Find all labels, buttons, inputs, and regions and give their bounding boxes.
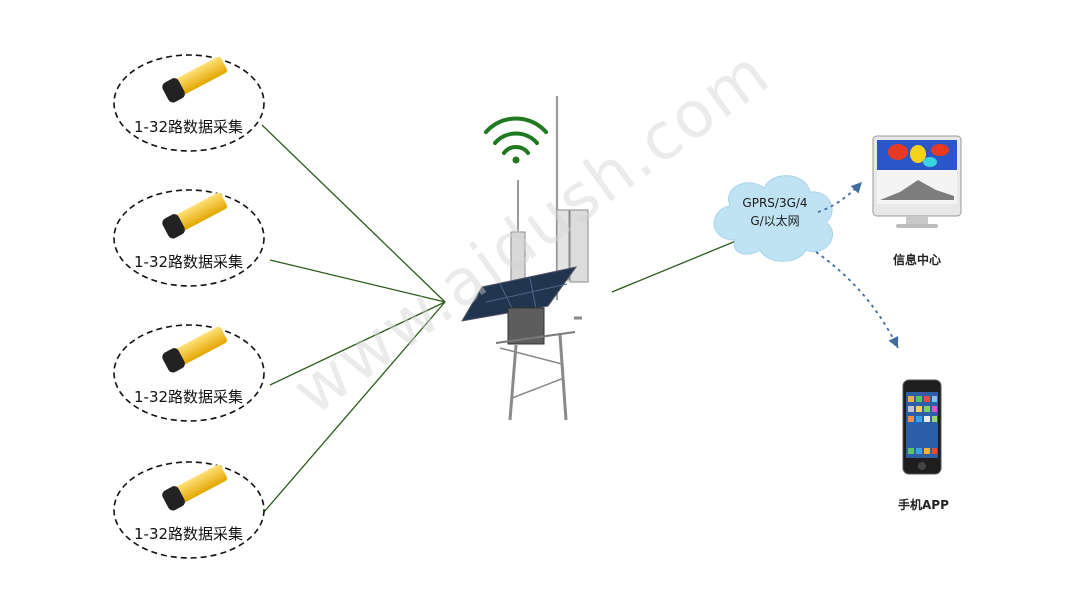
sensor-label-1: 1-32路数据采集 — [134, 118, 244, 136]
sensor-1 — [113, 54, 265, 152]
sensor-links — [261, 124, 749, 513]
arrow-to-mobile-app — [815, 251, 899, 349]
link-line-4 — [263, 301, 446, 513]
sensor-label-3: 1-32路数据采集 — [134, 388, 244, 406]
network-label: GPRS/3G/4 G/以太网 — [730, 194, 820, 230]
sensor-icon — [162, 326, 228, 373]
cloud-icon — [713, 175, 833, 262]
mobile-app-label: 手机APP — [898, 498, 949, 512]
sensor-icon — [162, 192, 228, 239]
sensor-icon — [162, 464, 228, 511]
sensor-4 — [113, 461, 265, 559]
phone-icon — [902, 379, 942, 475]
network-label-line1: GPRS/3G/4 — [742, 196, 808, 210]
info-center-label: 信息中心 — [893, 253, 942, 267]
link-line-3 — [269, 301, 446, 386]
wifi-icon — [484, 116, 548, 164]
sensor-2 — [113, 189, 265, 287]
link-line-2 — [269, 259, 446, 303]
tower-station-icon — [461, 96, 589, 421]
sensor-icon — [162, 56, 228, 103]
sensor-3 — [113, 324, 265, 422]
sensor-label-4: 1-32路数据采集 — [134, 525, 244, 543]
link-line-1 — [261, 124, 446, 303]
sensor-label-2: 1-32路数据采集 — [134, 253, 244, 271]
data-arrows — [815, 181, 899, 349]
network-label-line2: G/以太网 — [750, 214, 800, 228]
link-line-tower-cloud — [611, 235, 749, 293]
monitor-icon — [872, 135, 962, 228]
